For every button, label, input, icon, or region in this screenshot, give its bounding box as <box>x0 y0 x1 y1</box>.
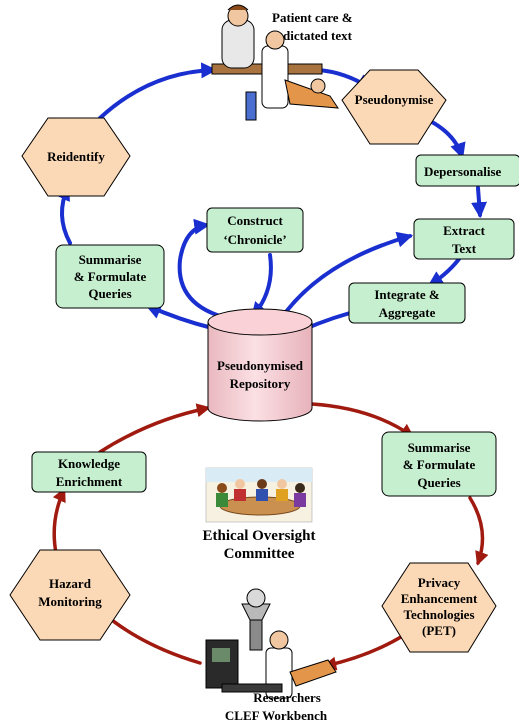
knowledge-enrichment-node: Knowledge Enrichment <box>31 451 147 493</box>
arrow-repository-to-chronicle <box>177 218 237 322</box>
knowledge-enrichment-label-2: Enrichment <box>56 474 123 489</box>
knowledge-enrichment-label-1: Knowledge <box>58 456 120 471</box>
pet-node: Privacy Enhancement Technologies (PET) <box>381 562 497 653</box>
extract-text-node: Extract Text <box>413 218 515 260</box>
summarise-bottom-label-1: Summarise <box>408 440 471 455</box>
pseudonymise-hexagon <box>341 69 447 145</box>
depersonalise-box <box>415 154 519 187</box>
ethics-label-1: Ethical Oversight <box>203 528 316 544</box>
repository-label-1: Pseudonymised <box>217 358 304 373</box>
researchers-label-1: Researchers <box>253 690 321 705</box>
pseudonymise-label: Pseudonymise <box>355 92 434 107</box>
summarise-bottom-box <box>381 431 497 497</box>
depersonalise-node: Depersonalise <box>415 154 519 187</box>
repository-cylinder-top <box>207 308 313 336</box>
pet-label-4: (PET) <box>422 623 456 638</box>
arrow-repository-to-extract <box>278 231 414 322</box>
pet-label-1: Privacy <box>418 575 461 590</box>
arrow-repository-to-summarise <box>145 303 214 330</box>
extract-text-label-2: Text <box>452 241 477 256</box>
committee-clipart <box>205 467 313 523</box>
pet-label-3: Technologies <box>403 607 474 622</box>
summarise-bottom-node: Summarise & Formulate Queries <box>381 431 497 497</box>
ethics-label-2: Committee <box>224 546 295 562</box>
integrate-aggregate-box <box>348 282 466 324</box>
patient-care-label-2: dictated text <box>283 28 353 43</box>
arrow-chronicle-to-repository <box>250 253 273 319</box>
construct-chronicle-node: Construct ‘Chronicle’ <box>206 207 304 253</box>
summarise-top-label-3: Queries <box>88 286 131 301</box>
arrow-hazard-to-knowledge <box>52 487 66 555</box>
arrow-researchers-to-hazard <box>99 610 202 665</box>
reidentify-hexagon <box>21 117 131 197</box>
summarise-top-node: Summarise & Formulate Queries <box>55 244 165 309</box>
reidentify-node: Reidentify <box>21 117 131 197</box>
construct-chronicle-label-2: ‘Chronicle’ <box>223 232 286 247</box>
arrow-summarise-to-pet <box>468 496 489 566</box>
repository-node: Pseudonymised Repository <box>207 308 313 422</box>
pet-hexagon <box>381 562 497 653</box>
arrow-depersonalise-to-extract <box>471 186 488 219</box>
hazard-monitoring-hexagon <box>9 549 131 641</box>
summarise-top-label-2: & Formulate <box>74 269 147 284</box>
pet-label-2: Enhancement <box>401 591 478 606</box>
blue-arrows <box>55 62 488 340</box>
arrow-pet-to-researchers <box>322 628 414 671</box>
hazard-monitoring-label-2: Monitoring <box>38 594 102 609</box>
researchers-clipart <box>205 588 337 699</box>
summarise-top-label-1: Summarise <box>79 252 142 267</box>
summarise-bottom-label-3: Queries <box>417 475 460 490</box>
extract-text-label-1: Extract <box>443 223 486 238</box>
integrate-aggregate-label-2: Aggregate <box>379 305 436 320</box>
integrate-aggregate-node: Integrate & Aggregate <box>348 282 466 324</box>
patient-care-label-1: Patient care & <box>272 10 353 25</box>
integrate-aggregate-label-1: Integrate & <box>374 287 440 302</box>
extract-text-box <box>413 218 515 260</box>
construct-chronicle-box <box>206 207 304 253</box>
hazard-monitoring-label-1: Hazard <box>49 576 92 591</box>
construct-chronicle-label-1: Construct <box>227 213 283 228</box>
repository-cylinder <box>207 322 313 422</box>
arrow-pseudonymise-to-depersonalise <box>430 120 466 160</box>
researchers-label-2: CLEF Workbench <box>225 708 328 723</box>
knowledge-enrichment-box <box>31 451 147 493</box>
arrow-knowledge-to-repository <box>98 403 211 454</box>
summarise-bottom-label-2: & Formulate <box>403 457 476 472</box>
depersonalise-label: Depersonalise <box>424 164 502 179</box>
reidentify-label: Reidentify <box>47 149 105 164</box>
summarise-top-box <box>55 244 165 309</box>
repository-label-2: Repository <box>230 376 291 391</box>
arrow-reidentify-to-patient <box>98 62 218 120</box>
hazard-monitoring-node: Hazard Monitoring <box>9 549 131 641</box>
patient-care-clipart <box>211 4 339 121</box>
arrow-repository-to-summarise-bottom <box>310 402 415 438</box>
pseudonymise-node: Pseudonymise <box>341 69 447 145</box>
